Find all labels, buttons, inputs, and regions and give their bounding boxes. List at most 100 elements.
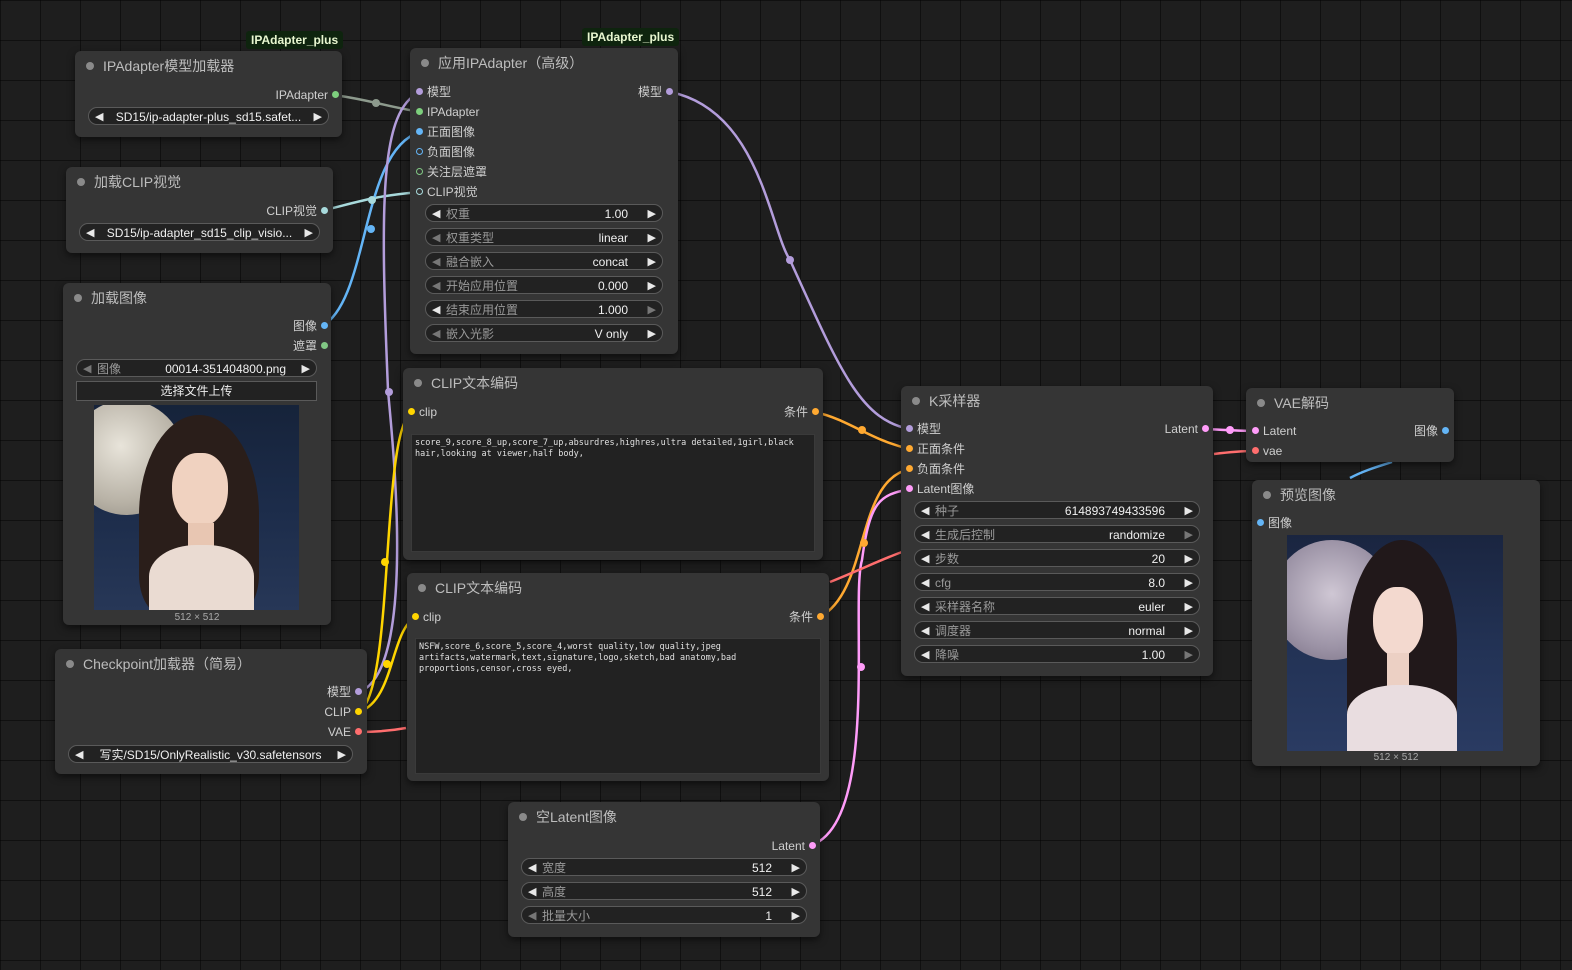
node-checkpoint-loader[interactable]: Checkpoint加载器（简易） 模型 CLIP VAE ◀ 写实/SD15/… xyxy=(55,649,367,774)
arrow-right-icon[interactable]: ▶ xyxy=(647,232,656,244)
input-latent-image[interactable]: Latent图像 xyxy=(906,481,974,497)
input-clip[interactable]: clip xyxy=(408,404,437,420)
output-image[interactable]: 图像 xyxy=(1414,423,1449,439)
collapse-dot[interactable] xyxy=(1257,399,1265,407)
node-title[interactable]: 应用IPAdapter（高级） xyxy=(410,48,678,78)
arrow-left-icon[interactable]: ◀ xyxy=(432,208,441,220)
slot-dot[interactable] xyxy=(666,88,673,95)
arrow-left-icon[interactable]: ◀ xyxy=(432,328,441,340)
arrow-right-icon[interactable]: ▶ xyxy=(647,256,656,268)
slot-dot[interactable] xyxy=(1442,427,1449,434)
node-title[interactable]: 预览图像 xyxy=(1252,480,1540,510)
slot-dot[interactable] xyxy=(355,728,362,735)
node-title[interactable]: Checkpoint加载器（简易） xyxy=(55,649,367,679)
input-model[interactable]: 模型 xyxy=(906,421,941,437)
output-conditioning[interactable]: 条件 xyxy=(784,404,819,420)
arrow-right-icon[interactable]: ▶ xyxy=(313,111,322,123)
input-attn-mask[interactable]: 关注层遮罩 xyxy=(416,164,487,180)
collapse-dot[interactable] xyxy=(86,62,94,70)
arrow-left-icon[interactable]: ◀ xyxy=(921,625,930,637)
node-title[interactable]: CLIP文本编码 xyxy=(403,368,823,398)
arrow-right-icon[interactable]: ▶ xyxy=(791,910,800,922)
widget-seed[interactable]: ◀ 种子 614893749433596 ▶ xyxy=(914,501,1200,519)
prompt-textarea[interactable]: score_9,score_8_up,score_7_up,absurdres,… xyxy=(411,434,815,552)
node-apply-ipadapter[interactable]: 应用IPAdapter（高级） 模型 IPAdapter 正面图像 负面图像 关… xyxy=(410,48,678,354)
node-vae-decode[interactable]: VAE解码 Latent vae 图像 xyxy=(1246,388,1454,462)
arrow-left-icon[interactable]: ◀ xyxy=(432,232,441,244)
slot-dot[interactable] xyxy=(332,91,339,98)
node-title[interactable]: CLIP文本编码 xyxy=(407,573,829,603)
node-clip-vision-loader[interactable]: 加载CLIP视觉 CLIP视觉 ◀ SD15/ip-adapter_sd15_c… xyxy=(66,167,333,253)
node-title[interactable]: 加载图像 xyxy=(63,283,331,313)
slot-dot[interactable] xyxy=(906,485,913,492)
arrow-right-icon[interactable]: ▶ xyxy=(1184,505,1193,517)
slot-dot[interactable] xyxy=(809,842,816,849)
slot-dot[interactable] xyxy=(416,168,423,175)
slot-dot[interactable] xyxy=(321,207,328,214)
arrow-left-icon[interactable]: ◀ xyxy=(86,227,95,239)
slot-dot[interactable] xyxy=(408,408,415,415)
slot-dot[interactable] xyxy=(1252,447,1259,454)
arrow-right-icon[interactable]: ▶ xyxy=(337,749,346,761)
widget-scheduler[interactable]: ◀ 调度器 normal ▶ xyxy=(914,621,1200,639)
collapse-dot[interactable] xyxy=(1263,491,1271,499)
arrow-right-icon[interactable]: ▶ xyxy=(647,304,656,316)
arrow-right-icon[interactable]: ▶ xyxy=(647,280,656,292)
upload-button[interactable]: 选择文件上传 xyxy=(76,381,317,401)
ipadapter-file-combo[interactable]: ◀ SD15/ip-adapter-plus_sd15.safet... ▶ xyxy=(88,107,329,125)
output-mask[interactable]: 遮罩 xyxy=(293,338,328,354)
node-clip-text-negative[interactable]: CLIP文本编码 clip 条件 NSFW,score_6,score_5,sc… xyxy=(407,573,829,781)
arrow-left-icon[interactable]: ◀ xyxy=(921,553,930,565)
arrow-right-icon[interactable]: ▶ xyxy=(1184,553,1193,565)
arrow-left-icon[interactable]: ◀ xyxy=(95,111,104,123)
clip-vision-file-combo[interactable]: ◀ SD15/ip-adapter_sd15_clip_visio... ▶ xyxy=(79,223,320,241)
output-conditioning[interactable]: 条件 xyxy=(789,609,824,625)
arrow-right-icon[interactable]: ▶ xyxy=(647,208,656,220)
arrow-right-icon[interactable]: ▶ xyxy=(304,227,313,239)
node-preview-image[interactable]: 预览图像 图像 512 × 512 xyxy=(1252,480,1540,766)
slot-dot[interactable] xyxy=(1257,519,1264,526)
slot-dot[interactable] xyxy=(321,322,328,329)
slot-dot[interactable] xyxy=(355,708,362,715)
output-clip[interactable]: CLIP xyxy=(324,704,362,720)
slot-dot[interactable] xyxy=(416,188,423,195)
slot-dot[interactable] xyxy=(355,688,362,695)
arrow-right-icon[interactable]: ▶ xyxy=(301,363,310,375)
arrow-left-icon[interactable]: ◀ xyxy=(921,601,930,613)
output-clip-vision[interactable]: CLIP视觉 xyxy=(266,203,328,219)
output-ipadapter[interactable]: IPAdapter xyxy=(276,87,339,103)
image-file-combo[interactable]: ◀ 图像 00014-351404800.png ▶ xyxy=(76,359,317,377)
arrow-right-icon[interactable]: ▶ xyxy=(791,862,800,874)
arrow-left-icon[interactable]: ◀ xyxy=(921,649,930,661)
slot-dot[interactable] xyxy=(1252,427,1259,434)
arrow-right-icon[interactable]: ▶ xyxy=(1184,601,1193,613)
slot-dot[interactable] xyxy=(412,613,419,620)
output-model[interactable]: 模型 xyxy=(638,84,673,100)
collapse-dot[interactable] xyxy=(74,294,82,302)
slot-dot[interactable] xyxy=(1202,425,1209,432)
widget-start-at[interactable]: ◀ 开始应用位置 0.000 ▶ xyxy=(425,276,663,294)
prompt-textarea[interactable]: NSFW,score_6,score_5,score_4,worst quali… xyxy=(415,638,821,774)
node-empty-latent[interactable]: 空Latent图像 Latent ◀ 宽度 512 ▶ ◀ 高度 512 ▶ ◀… xyxy=(508,802,820,937)
collapse-dot[interactable] xyxy=(66,660,74,668)
arrow-right-icon[interactable]: ▶ xyxy=(791,886,800,898)
collapse-dot[interactable] xyxy=(414,379,422,387)
output-vae[interactable]: VAE xyxy=(328,724,362,740)
slot-dot[interactable] xyxy=(416,148,423,155)
widget-weight-type[interactable]: ◀ 权重类型 linear ▶ xyxy=(425,228,663,246)
checkpoint-file-combo[interactable]: ◀ 写实/SD15/OnlyRealistic_v30.safetensors … xyxy=(68,745,353,763)
slot-dot[interactable] xyxy=(416,88,423,95)
node-title[interactable]: 加载CLIP视觉 xyxy=(66,167,333,197)
widget-end-at[interactable]: ◀ 结束应用位置 1.000 ▶ xyxy=(425,300,663,318)
input-clip[interactable]: clip xyxy=(412,609,441,625)
slot-dot[interactable] xyxy=(906,445,913,452)
widget-control-after-generate[interactable]: ◀ 生成后控制 randomize ▶ xyxy=(914,525,1200,543)
arrow-left-icon[interactable]: ◀ xyxy=(432,256,441,268)
arrow-left-icon[interactable]: ◀ xyxy=(528,910,537,922)
arrow-right-icon[interactable]: ▶ xyxy=(1184,649,1193,661)
node-title[interactable]: IPAdapter模型加载器 xyxy=(75,51,342,81)
arrow-left-icon[interactable]: ◀ xyxy=(921,529,930,541)
node-ksampler[interactable]: K采样器 模型 正面条件 负面条件 Latent图像 Latent ◀ 种子 6… xyxy=(901,386,1213,676)
widget-cfg[interactable]: ◀ cfg 8.0 ▶ xyxy=(914,573,1200,591)
arrow-left-icon[interactable]: ◀ xyxy=(528,862,537,874)
